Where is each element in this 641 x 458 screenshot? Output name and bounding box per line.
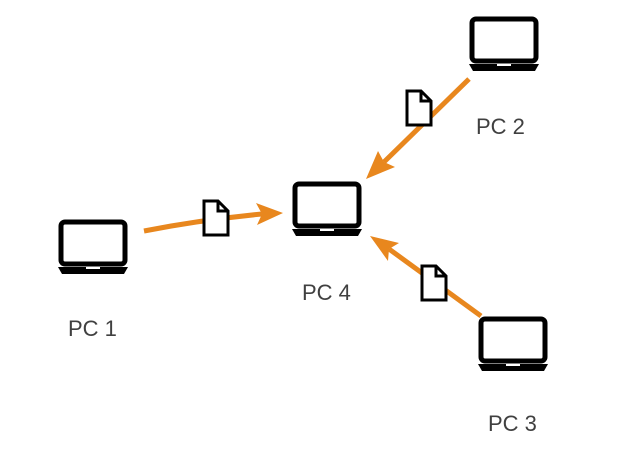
file-icon: [405, 89, 433, 127]
file-icon: [202, 199, 230, 237]
edge-pc3-to-pc4: [370, 236, 483, 319]
node-pc3[interactable]: PC 3: [478, 319, 548, 436]
node-pc1[interactable]: PC 1: [58, 222, 128, 341]
node-pc4[interactable]: PC 4: [292, 184, 362, 305]
arrowhead: [256, 203, 283, 225]
node-pc2[interactable]: PC 2: [469, 19, 539, 139]
node-label: PC 1: [68, 316, 117, 341]
node-label: PC 4: [302, 280, 351, 305]
edge-pc2-to-pc4: [366, 77, 471, 179]
laptop-icon: [478, 319, 548, 371]
laptop-icon: [469, 19, 539, 71]
arrowhead: [366, 151, 395, 179]
arrow-line: [143, 211, 263, 234]
edge-pc1-to-pc4: [143, 199, 283, 237]
node-label: PC 3: [488, 411, 537, 436]
arrowhead: [370, 236, 399, 261]
file-icon: [420, 264, 448, 302]
laptop-icon: [292, 184, 362, 236]
laptop-icon: [58, 222, 128, 274]
node-label: PC 2: [476, 114, 525, 139]
